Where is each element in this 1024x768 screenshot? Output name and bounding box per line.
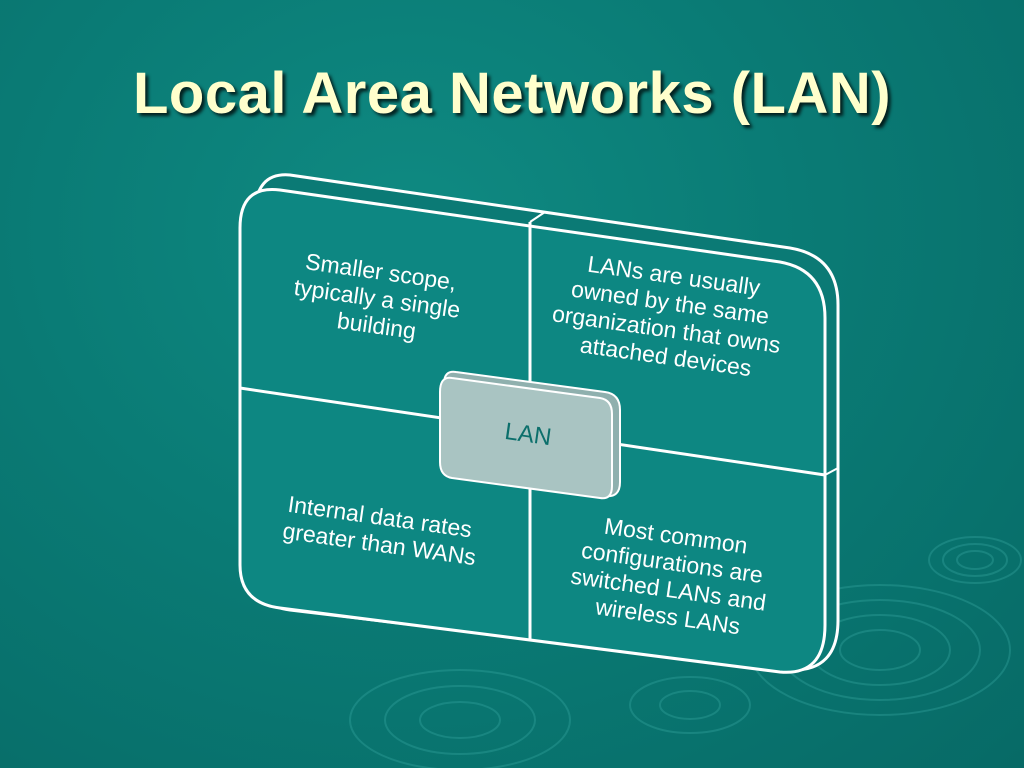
center-box: [439, 376, 613, 500]
depth-seam-top: [529, 211, 546, 223]
center-label: LAN: [503, 418, 553, 451]
depth-seam-right: [824, 467, 839, 476]
slide-title: Local Area Networks (LAN): [132, 61, 892, 126]
